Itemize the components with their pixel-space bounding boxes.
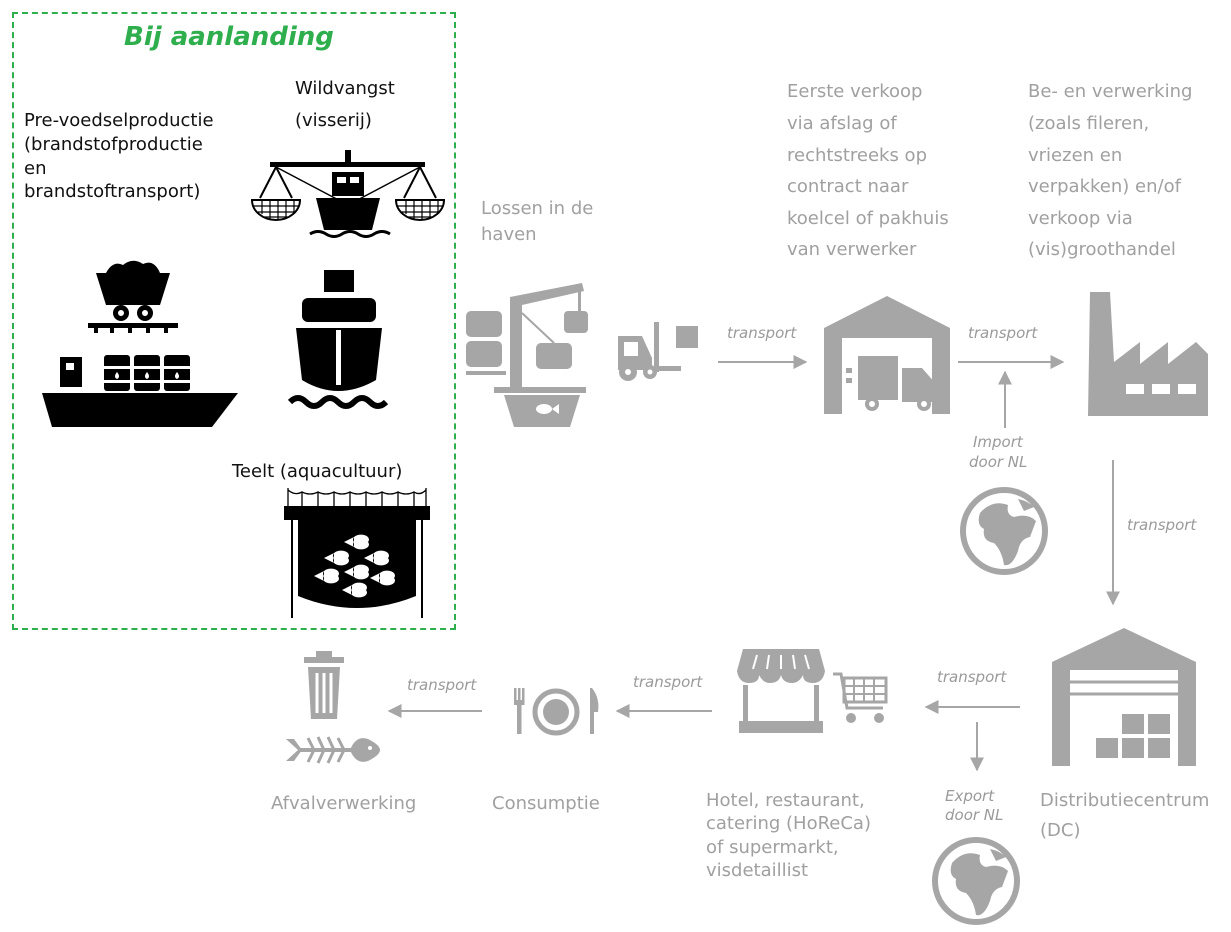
processing-line: vriezen en (1028, 145, 1123, 166)
unloading-line: Lossen in de (481, 198, 594, 219)
plate-cutlery-icon (514, 688, 599, 736)
first-sale-line: via afslag of (787, 113, 897, 134)
ship-icon (287, 270, 389, 409)
unloading-line: haven (481, 224, 537, 245)
coal-cart-icon (88, 260, 178, 333)
processing-line: Be- en verwerking (1028, 81, 1193, 102)
first-sale-line: van verwerker (787, 239, 917, 260)
export-label: door NL (945, 806, 1004, 824)
transport-label: transport (407, 676, 477, 694)
processing-line: (zoals fileren, (1028, 113, 1150, 134)
aquaculture-label: Teelt (aquacultuur) (232, 461, 403, 482)
first-sale-line: rechtstreeks op (787, 145, 927, 166)
distribution-warehouse-icon (1052, 628, 1196, 766)
processing-line: verpakken) en/of (1028, 176, 1181, 197)
pre-food-line: (brandstofproductie (24, 134, 203, 155)
oil-tanker-icon (42, 355, 238, 427)
pre-food-line: en (24, 158, 47, 179)
waste-label: Afvalverwerking (271, 793, 417, 814)
transport-label: transport (937, 668, 1007, 686)
distribution-line: Distributiecentrum (1040, 790, 1210, 811)
retail-line: of supermarkt, (706, 837, 839, 858)
export-label: Export (945, 787, 995, 805)
first-sale-line: koelcel of pakhuis (787, 208, 949, 229)
trash-can-icon (304, 651, 344, 719)
globe-icon (932, 837, 1020, 925)
consumption-label: Consumptie (492, 793, 600, 814)
distribution-line: (DC) (1040, 820, 1081, 841)
transport-label: transport (968, 324, 1038, 342)
pre-food-line: brandstoftransport) (24, 181, 201, 202)
forklift-icon (618, 322, 698, 381)
market-stall-icon (737, 649, 825, 733)
landing-box (12, 12, 456, 630)
first-sale-line: Eerste verkoop (787, 81, 923, 102)
wild-catch-line: Wildvangst (295, 78, 395, 99)
import-label: door NL (969, 453, 1028, 471)
globe-icon (960, 487, 1048, 575)
retail-line: catering (HoReCa) (706, 813, 871, 834)
trawler-icon (250, 150, 446, 238)
wild-catch-line: (visserij) (295, 110, 372, 131)
crane-icon (466, 283, 588, 427)
fish-cage-icon (284, 488, 430, 618)
pre-food-line: Pre-voedselproductie (24, 110, 214, 131)
processing-line: (vis)groothandel (1028, 239, 1176, 260)
factory-icon (1088, 292, 1208, 416)
first-sale-line: contract naar (787, 176, 909, 197)
warehouse-truck-icon (824, 296, 950, 414)
shopping-cart-icon (833, 672, 888, 723)
fish-bone-icon (286, 736, 380, 764)
retail-line: Hotel, restaurant, (706, 790, 865, 811)
transport-label: transport (1127, 516, 1197, 534)
transport-label: transport (727, 324, 797, 342)
retail-line: visdetaillist (706, 860, 809, 881)
landing-box-title: Bij aanlanding (124, 22, 334, 52)
import-label: Import (973, 433, 1023, 451)
transport-label: transport (633, 673, 703, 691)
processing-line: verkoop via (1028, 208, 1133, 229)
